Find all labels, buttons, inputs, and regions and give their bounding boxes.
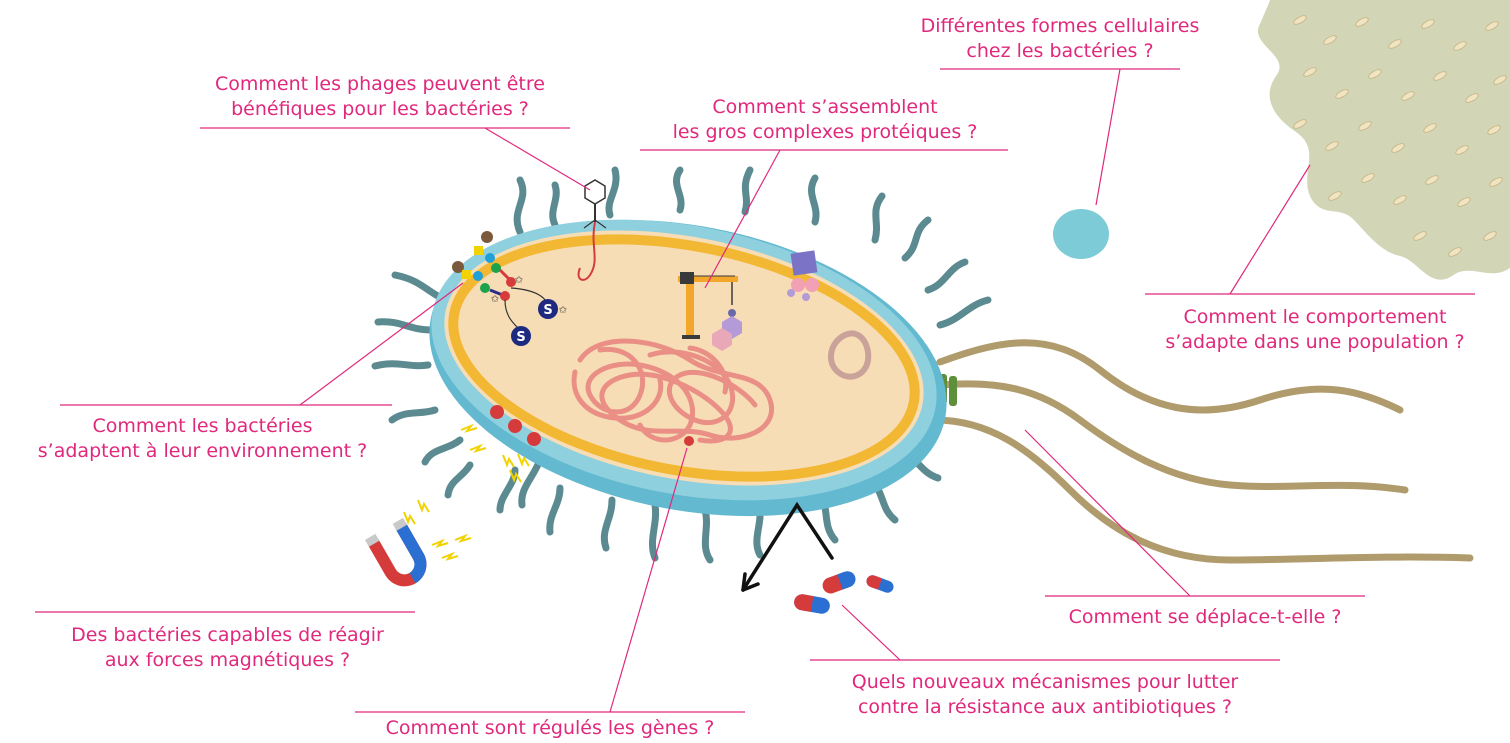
question-cell-shapes-line-2: chez les bactéries ? [880, 39, 1240, 64]
question-magnetic-line-1: Des bactéries capables de réagir [20, 623, 435, 648]
question-behavior-line-1: Comment le comportement [1125, 305, 1505, 330]
question-proteins: Comment s’assemblent les gros complexes … [625, 95, 1025, 145]
question-phages: Comment les phages peuvent être bénéfiqu… [170, 72, 590, 122]
question-antibiotics-line-2: contre la résistance aux antibiotiques ? [795, 695, 1295, 720]
question-motility-line: Comment se déplace-t-elle ? [1030, 605, 1380, 630]
coccus-cell-icon [1053, 209, 1109, 259]
question-behavior-line-2: s’adapte dans une population ? [1125, 330, 1505, 355]
question-motility: Comment se déplace-t-elle ? [1030, 605, 1380, 630]
question-proteins-line-1: Comment s’assemblent [625, 95, 1025, 120]
magnet-icon [365, 518, 435, 595]
question-environment: Comment les bactéries s’adaptent à leur … [0, 414, 405, 464]
question-genes-line: Comment sont régulés les gènes ? [335, 716, 765, 741]
question-magnetic: Des bactéries capables de réagir aux for… [20, 623, 435, 673]
signal-molecule-label: S [543, 303, 552, 318]
question-proteins-line-2: les gros complexes protéiques ? [625, 120, 1025, 145]
question-environment-line-1: Comment les bactéries [0, 414, 405, 439]
question-antibiotics: Quels nouveaux mécanismes pour lutter co… [795, 670, 1295, 720]
question-phages-line-2: bénéfiques pour les bactéries ? [170, 97, 590, 122]
question-magnetic-line-2: aux forces magnétiques ? [20, 648, 435, 673]
flagella [935, 343, 1470, 560]
svg-text:✩: ✩ [515, 275, 524, 286]
question-cell-shapes-line-1: Différentes formes cellulaires [880, 14, 1240, 39]
question-environment-line-2: s’adaptent à leur environnement ? [0, 439, 405, 464]
question-phages-line-1: Comment les phages peuvent être [170, 72, 590, 97]
question-behavior: Comment le comportement s’adapte dans un… [1125, 305, 1505, 355]
svg-text:✩: ✩ [559, 305, 568, 316]
gene-regulator-icon [684, 436, 694, 446]
bacterial-colony [1258, 0, 1510, 280]
question-genes: Comment sont régulés les gènes ? [335, 716, 765, 741]
question-cell-shapes: Différentes formes cellulaires chez les … [880, 14, 1240, 64]
signal-molecule-label: S [516, 330, 525, 345]
svg-text:✩: ✩ [491, 294, 500, 305]
antibiotic-capsule-icons [793, 569, 895, 615]
question-antibiotics-line-1: Quels nouveaux mécanismes pour lutter [795, 670, 1295, 695]
